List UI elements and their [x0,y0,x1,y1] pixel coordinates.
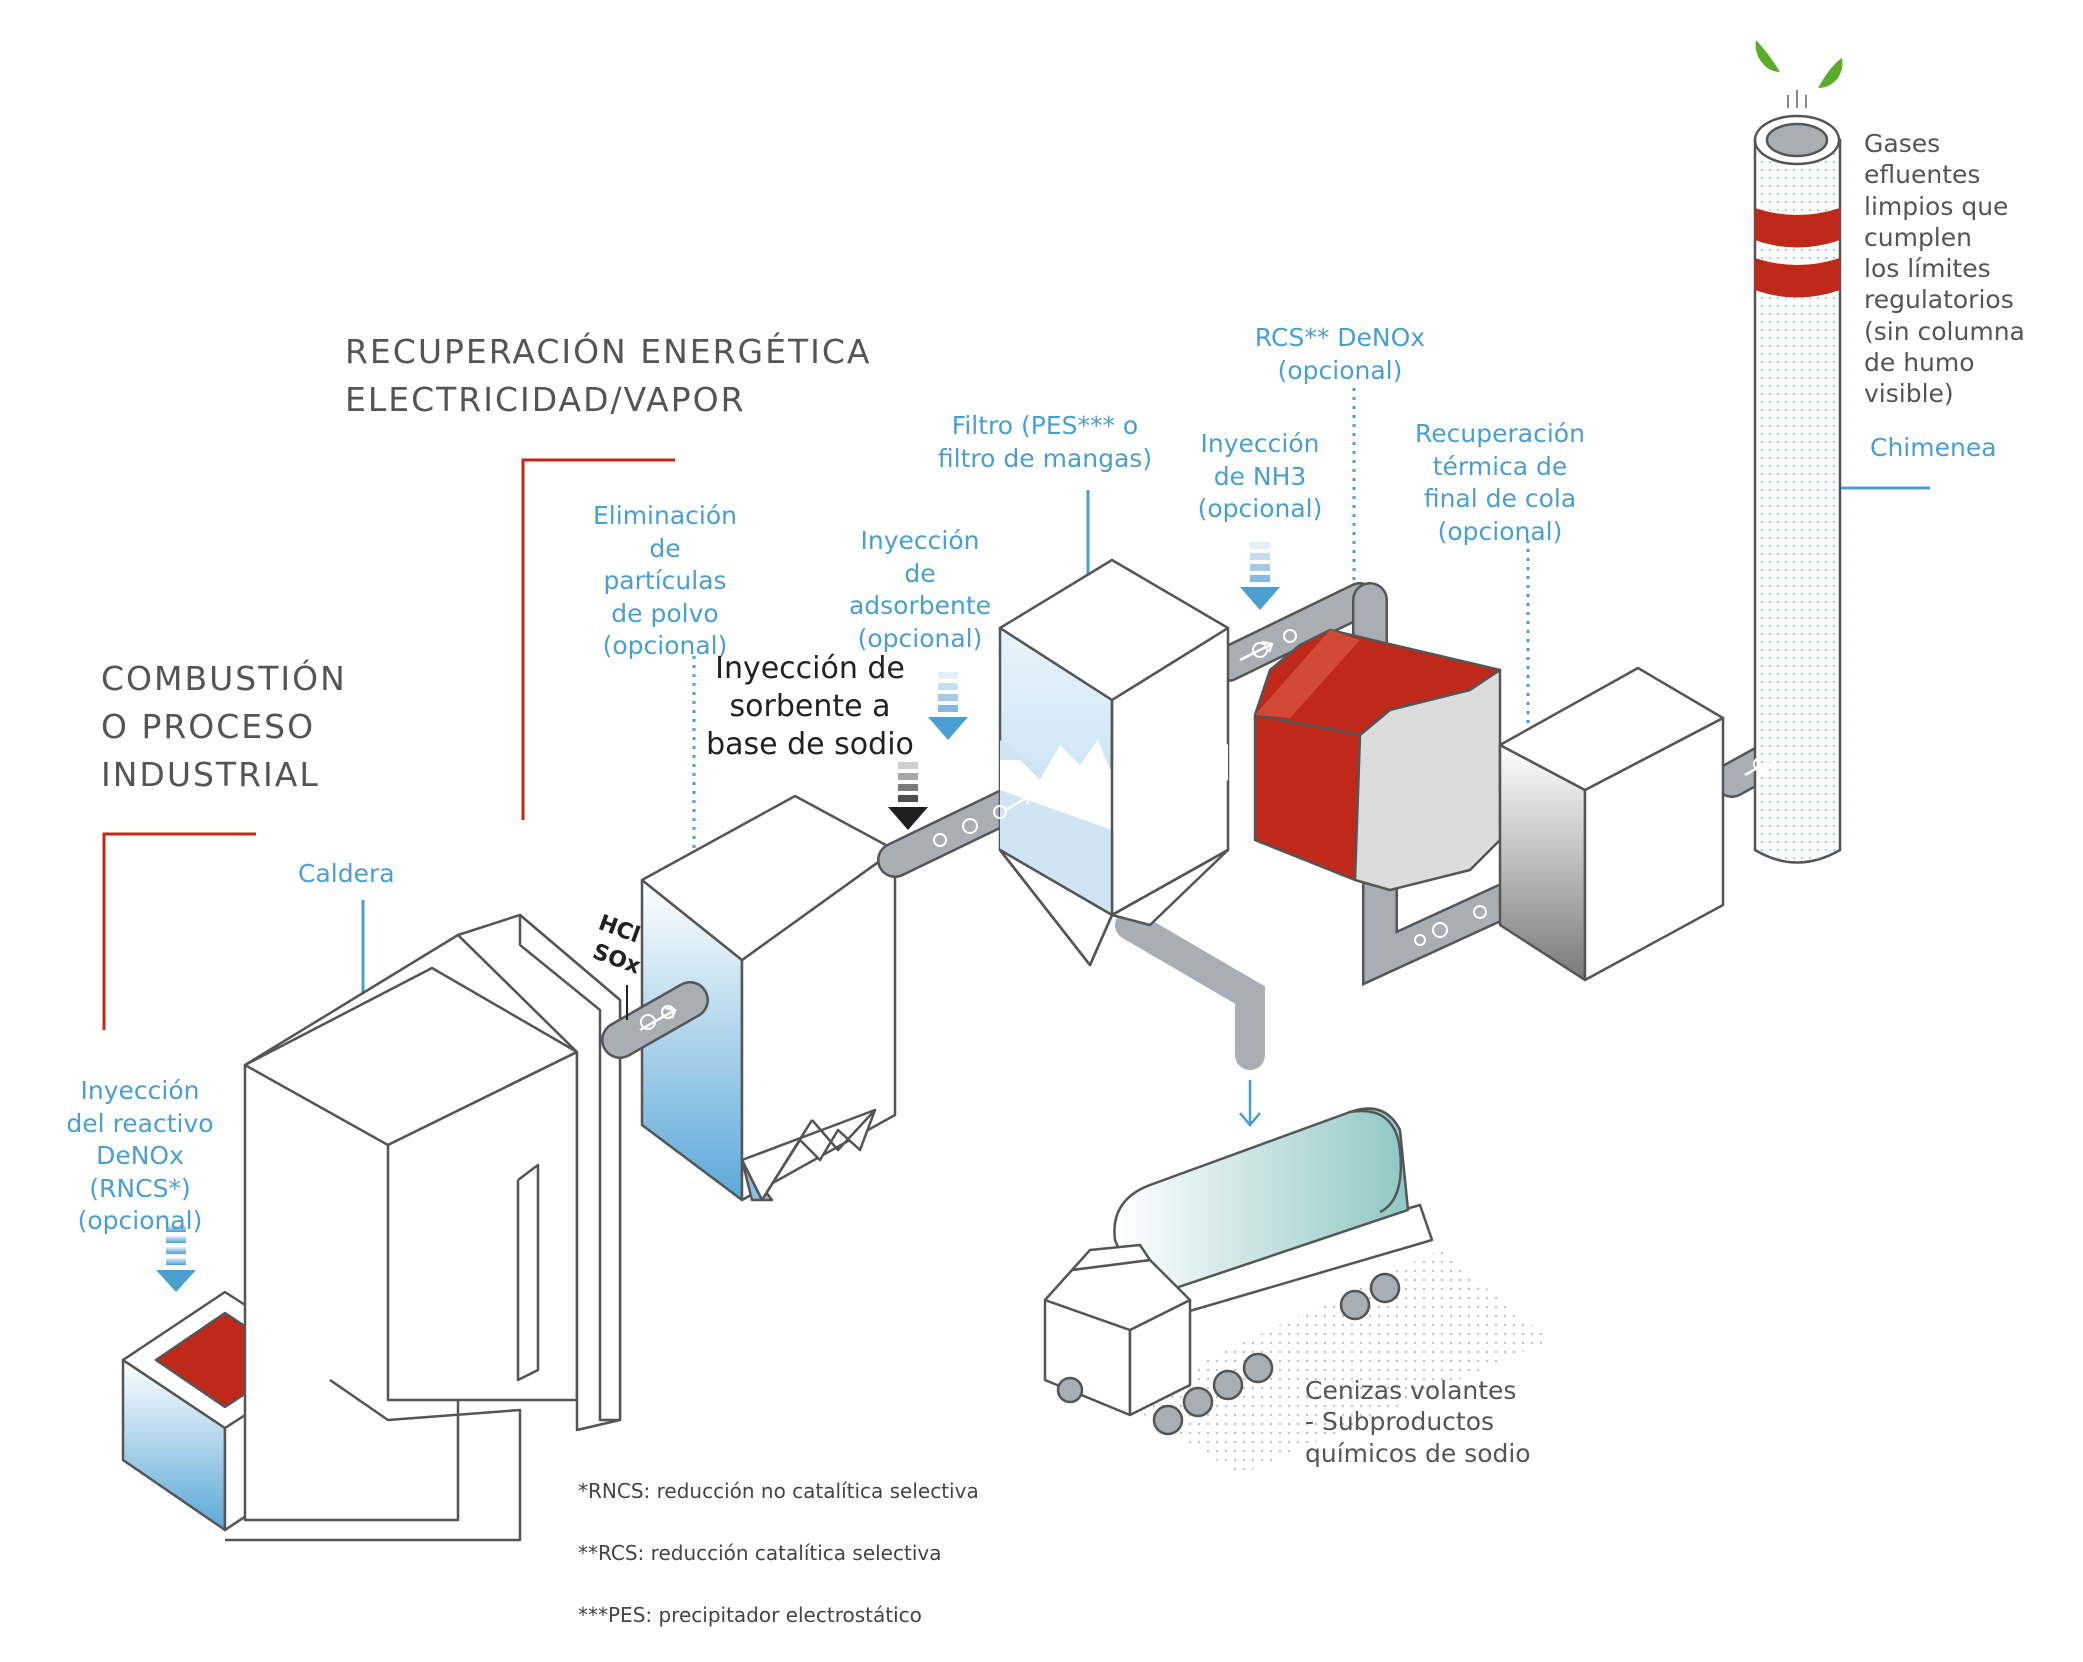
boiler-label: Caldera [298,859,395,888]
fly-ash-label: Cenizas volantes - Subproductos químicos… [1305,1376,1531,1468]
filter-label: Filtro (PES*** o filtro de mangas) [937,411,1153,473]
discharge-arrow [1239,1080,1261,1127]
denox-reagent-label: Inyección del reactivo DeNOx (RNCS*) (op… [66,1076,214,1235]
dust-collector [640,794,897,1202]
scr-label: RCS** DeNOx (opcional) [1254,323,1426,385]
pipe-ash-discharge [1115,910,1265,1070]
tail-heat-label: Recuperación térmica de final de cola (o… [1415,419,1585,546]
sodium-sorbent-label: Inyección de sorbente a base de sodio [706,651,914,763]
clean-gases-label: Gases efluentes limpios que cumplen los … [1864,129,2025,408]
diagram-drawing [102,40,1930,1542]
flow-arrows [639,640,1777,1032]
energy-bracket [521,458,675,820]
combustion-heading: COMBUSTIÓN O PROCESO INDUSTRIAL [101,659,347,794]
nh3-arrow [1240,542,1280,610]
footnotes: *RNCS: reducción no catalítica selectiva… [578,1445,979,1662]
adsorbent-arrow [928,672,968,740]
ash-shadow [1120,1250,1550,1475]
scr-reactor [1253,628,1502,892]
combustion-bracket [102,832,256,1030]
footnote-pes: ***PES: precipitador electrostático [578,1603,922,1627]
denox-arrow [156,1225,196,1292]
stack-label: Chimenea [1870,433,1997,462]
bag-filter [998,558,1230,967]
sodium-arrow [888,762,928,830]
footnote-rcs: **RCS: reducción catalítica selectiva [578,1541,942,1565]
footnote-rncs: *RNCS: reducción no catalítica selectiva [578,1479,979,1503]
nh3-label: Inyección de NH3 (opcional) [1197,429,1323,523]
injection-arrows [156,542,1280,1292]
heading-brackets [102,458,675,1030]
process-diagram: RECUPERACIÓN ENERGÉTICA ELECTRICIDAD/VAP… [66,40,2025,1627]
flow-marks [640,629,1767,1030]
dust-removal-label: Eliminación de partículas de polvo (opci… [593,501,737,660]
adsorbent-label: Inyección de adsorbente (opcional) [848,526,992,653]
filter-bags [1000,725,1228,830]
truck [1043,1107,1550,1475]
energy-recovery-heading: RECUPERACIÓN ENERGÉTICA ELECTRICIDAD/VAP… [345,332,872,419]
leaf-icons [1755,40,1843,88]
stack [1753,114,1842,864]
truck-wheels [1056,1272,1401,1436]
heat-recovery [1498,666,1725,982]
steam-lines [1787,90,1807,108]
boiler [225,913,622,1542]
